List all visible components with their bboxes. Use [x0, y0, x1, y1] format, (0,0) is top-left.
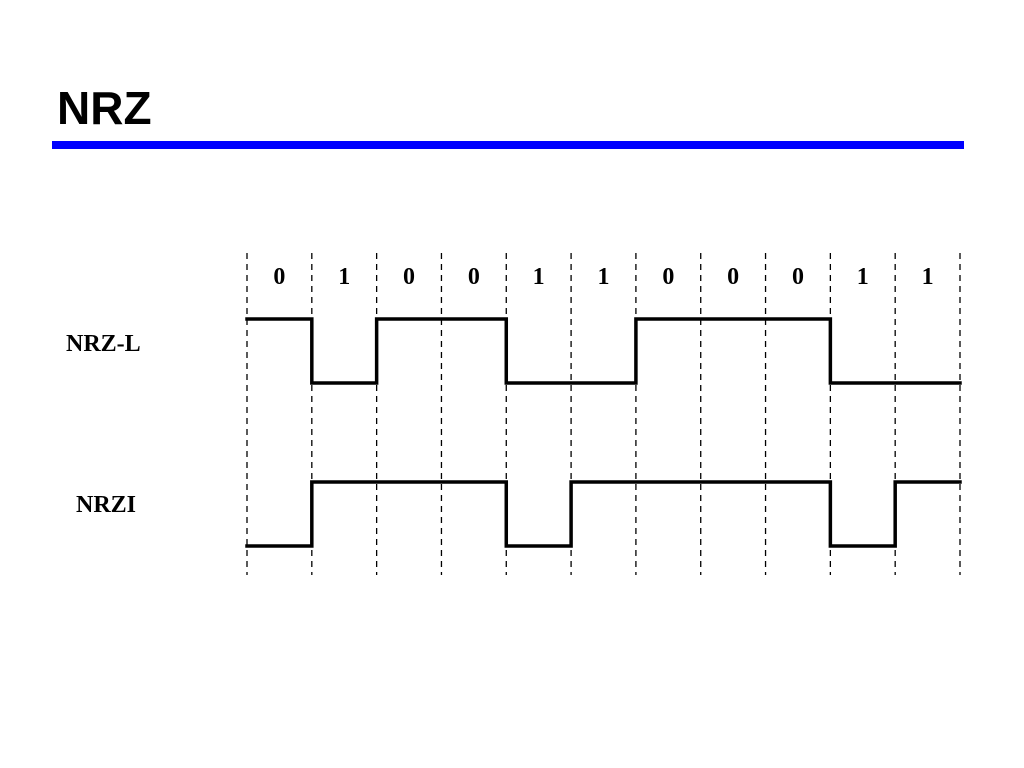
row-label: NRZ-L: [66, 331, 141, 357]
bit-label: 0: [273, 264, 285, 290]
bit-boundaries: [246, 253, 961, 575]
bit-label: 1: [857, 264, 869, 290]
bit-label: 0: [403, 264, 415, 290]
signal-rows: NRZ-L NRZI: [66, 317, 962, 548]
title-underline: [52, 141, 964, 149]
row-label: NRZI: [76, 492, 136, 518]
signal-waveform: [245, 480, 962, 548]
bit-label: 1: [922, 264, 934, 290]
bit-label: 0: [468, 264, 480, 290]
bit-label: 1: [598, 264, 610, 290]
bit-label: 0: [792, 264, 804, 290]
bit-label: 1: [338, 264, 350, 290]
slide-title: NRZ: [57, 82, 152, 134]
bit-sequence: 0 1 0 0 1 1 0 0 0 1 1: [273, 264, 933, 290]
bit-label: 0: [727, 264, 739, 290]
bit-label: 1: [533, 264, 545, 290]
signal-waveform: [245, 317, 962, 385]
bit-label: 0: [662, 264, 674, 290]
